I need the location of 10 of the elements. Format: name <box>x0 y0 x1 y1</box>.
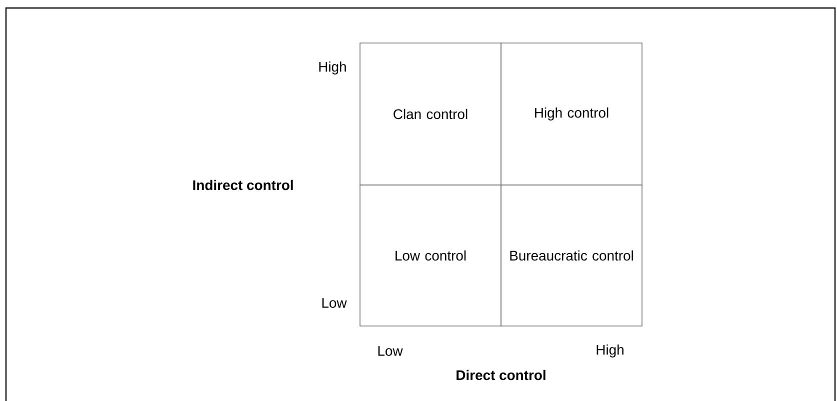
matrix-cell: Clan control <box>360 42 502 186</box>
matrix-cell: Bureaucratic control <box>500 184 642 326</box>
axis-tick-label: Low <box>322 298 347 308</box>
axis-title: Indirect control <box>193 180 293 190</box>
axis-tick-label: High <box>596 344 624 358</box>
axis-tick-label: High <box>319 62 346 74</box>
matrix-cell: Low control <box>360 184 502 326</box>
axis-tick-label: Low <box>378 346 403 356</box>
matrix-cell: High control <box>500 42 642 186</box>
axis-title: Direct control <box>456 370 546 380</box>
